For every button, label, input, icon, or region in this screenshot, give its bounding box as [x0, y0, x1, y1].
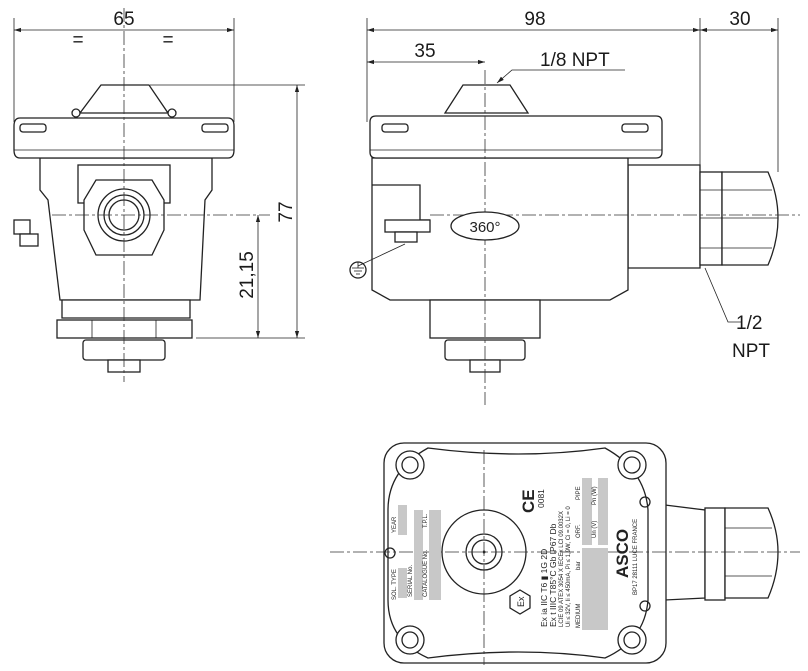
screw-right	[201, 123, 229, 133]
cable-entry-size: 1/2	[736, 313, 762, 334]
equal-mark-left: =	[72, 30, 83, 51]
cover	[13, 117, 235, 159]
certificate-numbers: LCIE 09 ATEX 3054 X IECEx LCI 09.0032X	[559, 511, 565, 627]
side-cover	[369, 115, 663, 159]
top-view: YEAR SOL. TYPE SERIAL No. CATALOGUE No. …	[330, 442, 800, 665]
svg-text:Ex: Ex	[516, 596, 526, 607]
orf-label: ORF.	[576, 524, 582, 538]
un-label: Un (V)	[592, 521, 598, 538]
screw-left	[19, 123, 47, 133]
rotation-label: 360°	[469, 219, 500, 236]
notified-body: 0081	[536, 489, 546, 508]
catalogue-label: CATALOGUE No.	[423, 550, 429, 597]
top-port-label: 1/8 NPT	[540, 50, 610, 71]
manufacturer-address: BP17 28111 LUCE FRANCE	[633, 519, 639, 595]
side-view: 98 30 35 1/8 NPT 360°	[349, 9, 800, 405]
sol-type-label: SOL. TYPE	[392, 569, 398, 600]
side-earth-terminal	[384, 219, 431, 233]
tpl-label: T.P.L.	[423, 513, 429, 528]
medium-label: MEDIUM	[576, 604, 582, 628]
gland-dimension: 30	[729, 9, 750, 30]
ex-marking-dust: Ex t IIIC T85°C Gb IP67 Db	[548, 523, 558, 627]
offset-dimension: 35	[414, 41, 435, 62]
length-dimension: 98	[524, 9, 545, 30]
rotation-arrow-icon	[450, 211, 520, 241]
port-height-dimension: 21,15	[237, 251, 258, 299]
cover-screws	[395, 450, 647, 655]
ce-mark: CE	[519, 489, 538, 513]
electrical-parameters: Ui ≤ 32V, Ii ≤ 450mA, Pi ≤ 1,9W, Ci = 0,…	[566, 506, 572, 627]
year-label: YEAR	[392, 516, 398, 533]
cable-entry-thread: NPT	[732, 341, 770, 362]
pn-label: Pn (W)	[592, 486, 598, 505]
top-cable-gland	[724, 507, 779, 599]
equal-mark-right: =	[162, 30, 173, 51]
serial-label: SERIAL No.	[408, 565, 414, 597]
height-dimension: 77	[276, 201, 297, 222]
cable-gland	[699, 171, 723, 266]
earth-terminal	[13, 219, 31, 235]
base-nut	[56, 319, 193, 339]
ground-symbol-icon	[349, 243, 406, 279]
cable-boss	[627, 164, 701, 269]
bar-label: bar	[576, 561, 582, 570]
ex-marking-gas: Ex ia IIC T6 ▮ 1G 2D	[539, 549, 549, 627]
asco-logo: ASCO	[613, 529, 632, 578]
ex-hexagon-icon: Ex	[509, 589, 531, 615]
front-view: 65 = = 77 21,15	[13, 8, 305, 382]
pipe-label: PIPE	[576, 486, 582, 500]
